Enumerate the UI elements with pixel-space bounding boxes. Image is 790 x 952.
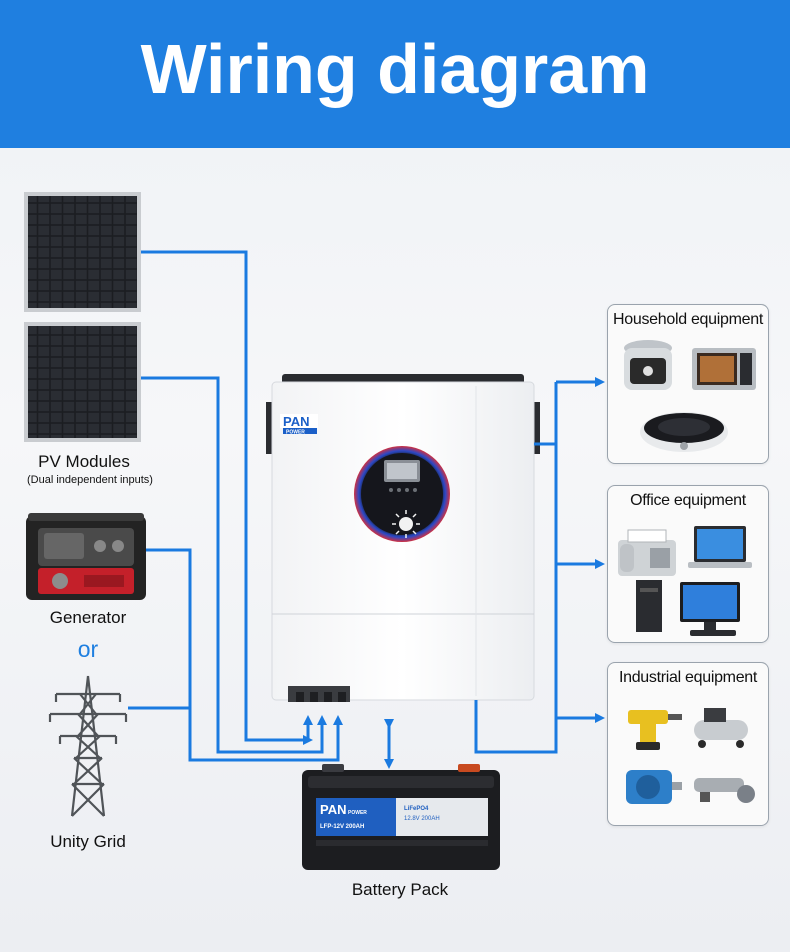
battery-brand: PAN xyxy=(320,802,346,817)
pv1-wire xyxy=(141,250,313,745)
pv-module-2 xyxy=(24,322,141,442)
output-wires xyxy=(474,377,605,754)
inverter-brand: PAN xyxy=(283,414,309,429)
battery-brand-sub: POWER xyxy=(348,810,367,816)
household-label: Household equipment xyxy=(613,311,763,328)
inverter-unit: PAN POWER xyxy=(266,374,540,702)
inverter-brand-sub: POWER xyxy=(286,430,305,436)
battery-spec-text: 12.8V 200AH xyxy=(404,816,440,822)
battery-chem-text: LiFePO4 xyxy=(404,806,429,812)
battery-model-text: LFP-12V 200AH xyxy=(320,824,364,830)
pv-sublabel: (Dual independent inputs) xyxy=(27,474,153,486)
diagram-graphics: PAN POWER PAN POWER LFP-12V 200AH LiFePO… xyxy=(24,192,605,870)
page-title: Wiring diagram xyxy=(140,30,650,108)
output-bus xyxy=(474,442,558,754)
office-label: Office equipment xyxy=(630,492,746,509)
generator-label: Generator xyxy=(49,608,127,627)
wiring-diagram: PAN POWER PAN POWER LFP-12V 200AH LiFePO… xyxy=(0,148,790,952)
pv2-wire xyxy=(141,376,327,754)
header-banner: Wiring diagram xyxy=(0,0,790,148)
industrial-label: Industrial equipment xyxy=(618,669,758,686)
pv-label: PV Modules xyxy=(38,452,130,471)
grid-label: Unity Grid xyxy=(50,832,126,851)
generator-wire xyxy=(146,548,343,762)
or-text: or xyxy=(77,636,99,662)
battery-pack: PAN POWER LFP-12V 200AH LiFePO4 12.8V 20… xyxy=(302,764,500,870)
battery-label: Battery Pack xyxy=(351,880,449,899)
pv-module-1 xyxy=(24,192,141,312)
input-wires xyxy=(128,250,343,762)
generator-icon xyxy=(26,513,146,600)
power-tower-icon xyxy=(48,675,128,817)
